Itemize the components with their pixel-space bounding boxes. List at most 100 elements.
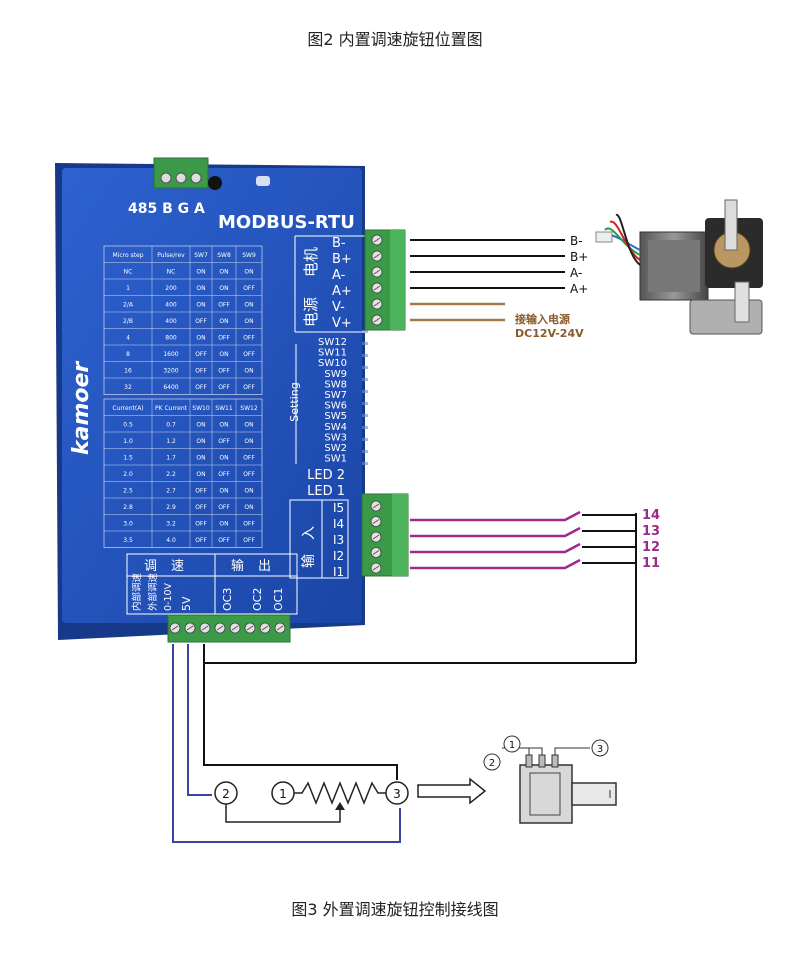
table-cell: 3.0 [123,521,133,528]
power-label: 电源 [302,297,320,327]
table-cell: 4 [126,335,130,342]
input-number-12: 12 [642,540,660,555]
table-cell: ON [196,302,205,309]
model-label: MODBUS-RTU [218,212,355,233]
table-cell: OFF [195,384,207,391]
table-cell: 2.7 [166,488,176,495]
table-cell: 2.9 [166,504,176,511]
screw-slot [373,237,381,243]
input-pin-label: I5 [333,501,344,515]
bottom-terminal-text: 内部调速 [131,572,143,611]
table-cell: ON [244,269,253,276]
table-cell: 2.2 [166,471,176,478]
bottom-terminal-label: OC3 [221,588,234,611]
motor-pin-label: A+ [332,284,352,299]
table-header-cell: Current(A) [112,405,143,412]
screw-slot [372,503,380,509]
pot-image-pin-1: 1 [509,740,515,751]
table-cell: OFF [218,537,230,544]
table-cell: 1600 [163,351,178,358]
brand-logo: kamoer [69,361,94,455]
table-cell: ON [196,269,205,276]
table-cell: OFF [218,368,230,375]
table-cell: 1.7 [166,455,176,462]
table-cell: OFF [243,455,255,462]
table-cell: 4.0 [166,537,176,544]
motor-pin-label: V+ [332,316,352,331]
bottom-terminal-text: 0-10V [163,582,174,611]
table-cell: ON [219,285,228,292]
potentiometer-wiring: 2 1 3 [172,644,636,843]
screw-slot [372,519,380,524]
bottom-terminal-label: 外部调速 [147,572,159,611]
table-cell: OFF [195,537,207,544]
table-cell: OFF [195,488,207,495]
table-cell: ON [244,422,253,429]
table-cell: ON [244,488,253,495]
wire-label-b-minus: B- [570,234,583,248]
screw-slot [186,625,194,631]
table-cell: 3.5 [123,537,133,544]
table-cell: 6400 [163,384,178,391]
table-cell: OFF [195,521,207,528]
table-header-cell: SW8 [217,252,231,259]
input-pin-label: I1 [333,565,344,579]
table-cell: 3200 [163,368,178,375]
input-number-13: 13 [642,524,660,539]
motor-label: 电机 [302,247,320,277]
table-cell: OFF [243,537,255,544]
setting-label: Setting [288,382,301,421]
table-cell: ON [196,471,205,478]
switch-label: SW8 [324,379,347,390]
switch-label: SW6 [324,401,347,412]
switch-label: SW11 [318,348,347,359]
table-cell: ON [244,302,253,309]
table-cell: OFF [195,318,207,325]
screw-slot [246,625,254,631]
screw-slot [373,317,381,323]
table-cell: OFF [243,335,255,342]
motor-pin-labels: B-B+A-A+V-V+ [332,236,352,331]
table-header-cell: Pulse/rev [157,252,185,259]
switch-label: SW2 [324,443,347,454]
led2-label: LED 2 [307,468,345,483]
screw-slot [261,625,269,631]
table-cell: 0.5 [123,422,133,429]
bottom-terminal-text: 5V [180,596,193,611]
screw-slot [201,625,209,631]
table-cell: ON [196,455,205,462]
table-cell: OFF [243,351,255,358]
bottom-terminal-label: 内部调速 [131,572,143,611]
table-cell: OFF [243,471,255,478]
switch-label: SW4 [324,422,347,433]
table-cell: ON [244,318,253,325]
input-label: 输入 [301,512,317,568]
pot-pin-2: 2 [222,787,230,801]
potentiometer-image: 1 2 3 [483,735,617,824]
table-cell: ON [196,335,205,342]
rs485-label: 485 B G A [128,201,205,217]
table-cell: ON [244,504,253,511]
bottom-terminal-label: OC1 [272,588,285,611]
table-cell: OFF [218,335,230,342]
screw-slot [373,269,381,275]
input-pin-label: I4 [333,517,344,531]
motor-terminal [364,229,406,331]
svg-text:kamoer: kamoer [69,361,94,455]
table-cell: 200 [165,285,177,292]
input-pin-label: I3 [333,533,344,547]
motor-pin-label: A- [332,268,346,283]
table-cell: ON [196,422,205,429]
table-header-cell: SW7 [194,252,208,259]
switch-label: SW3 [324,432,347,443]
table-cell: ON [219,422,228,429]
table-header-cell: SW9 [242,252,256,259]
table-cell: ON [219,488,228,495]
motor-pin-label: V- [332,300,345,315]
wire-label-a-plus: A+ [570,282,588,296]
table-cell: ON [219,455,228,462]
table-cell: 1.5 [123,455,133,462]
